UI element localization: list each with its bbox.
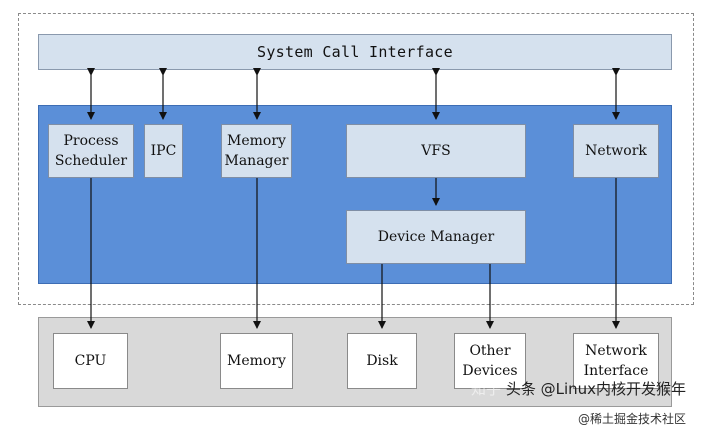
process-scheduler-label-line2: Scheduler xyxy=(54,153,128,169)
memory-label: Memory xyxy=(227,353,286,369)
other-devices-box: Other Devices xyxy=(454,333,526,389)
ipc-box: IPC xyxy=(144,124,183,178)
disk-box: Disk xyxy=(347,333,417,389)
kernel-boundary-dashed xyxy=(18,13,694,305)
system-call-interface-label: System Call Interface xyxy=(257,43,453,61)
network-interface-label-line1: Network xyxy=(585,343,647,359)
disk-label: Disk xyxy=(366,353,398,369)
watermark-line2: @稀土掘金技术社区 xyxy=(577,412,686,426)
device-manager-box: Device Manager xyxy=(346,210,526,264)
device-manager-label: Device Manager xyxy=(377,229,495,245)
watermark-faint: 知乎 xyxy=(471,380,502,398)
watermark-juejin: @稀土掘金技术社区 xyxy=(578,410,686,427)
vfs-label: VFS xyxy=(421,143,451,159)
ipc-label: IPC xyxy=(150,143,177,159)
memory-manager-label-line1: Memory xyxy=(227,133,286,149)
vfs-box: VFS xyxy=(346,124,526,178)
memory-manager-label-line2: Manager xyxy=(224,153,289,169)
system-call-interface-box: System Call Interface xyxy=(38,34,672,70)
watermark-toutiao: 知乎 头条 @Linux内核开发猴年 xyxy=(471,378,686,399)
cpu-label: CPU xyxy=(74,353,107,369)
other-devices-label-line2: Devices xyxy=(462,363,518,379)
watermark-line1: 头条 @Linux内核开发猴年 xyxy=(505,380,686,398)
network-box: Network xyxy=(573,124,659,178)
network-interface-label-line2: Interface xyxy=(583,363,649,379)
process-scheduler-label-line1: Process xyxy=(63,133,119,149)
memory-box: Memory xyxy=(220,333,293,389)
cpu-box: CPU xyxy=(53,333,128,389)
memory-manager-box: Memory Manager xyxy=(221,124,292,178)
process-scheduler-box: Process Scheduler xyxy=(48,124,134,178)
network-interface-box: Network Interface xyxy=(573,333,659,389)
network-label: Network xyxy=(585,143,647,159)
other-devices-label-line1: Other xyxy=(469,343,511,359)
